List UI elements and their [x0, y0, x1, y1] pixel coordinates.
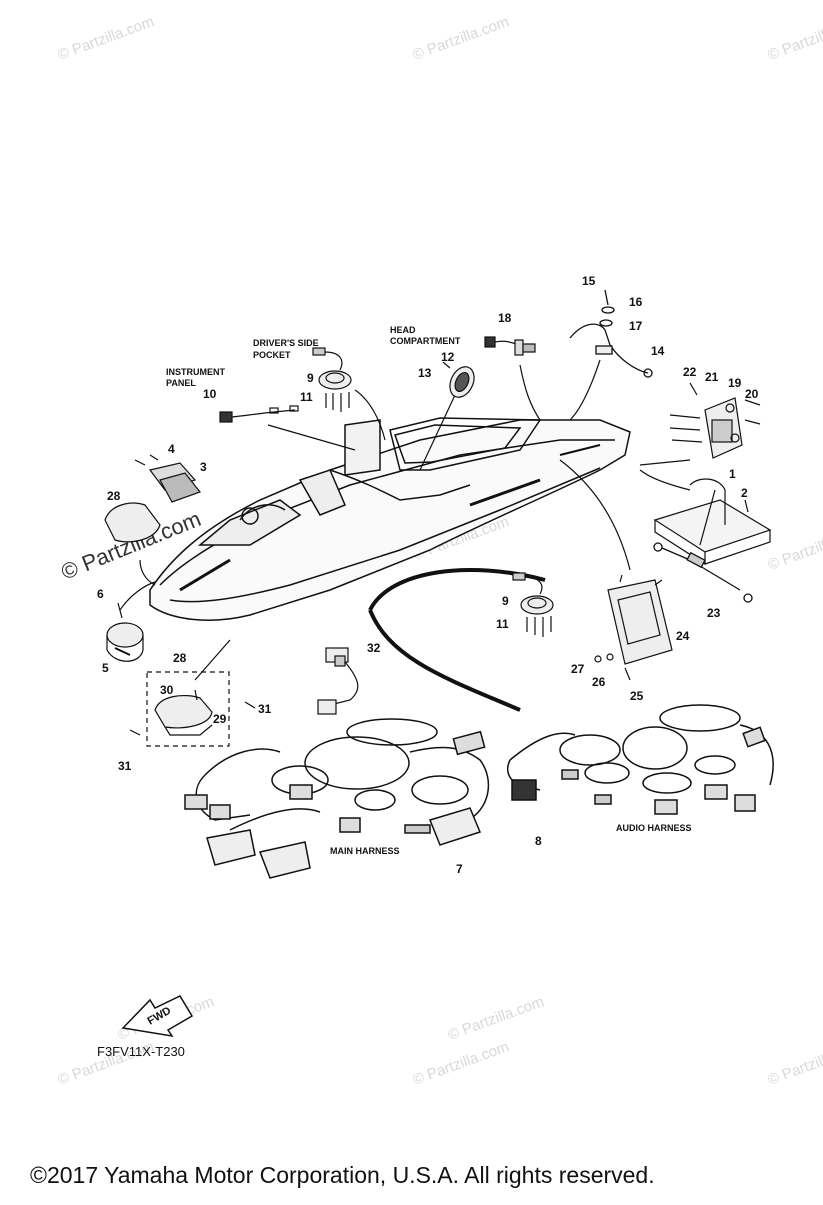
callout-24: 24: [676, 629, 690, 643]
watermark: © Partzilla.com: [411, 1038, 512, 1089]
part-courtesy-light-lower: [512, 572, 554, 637]
part-sensor-18: [484, 336, 536, 356]
callout-1: 1: [729, 467, 736, 481]
part-courtesy-light-top: [312, 347, 352, 412]
callout-19: 19: [728, 376, 742, 390]
callout-2: 2: [741, 486, 748, 500]
callout-25: 25: [630, 689, 644, 703]
copyright-notice: ©2017 Yamaha Motor Corporation, U.S.A. A…: [30, 1162, 655, 1188]
label-main-harness: MAIN HARNESS: [330, 846, 400, 856]
callout-15: 15: [582, 274, 596, 288]
callout-12: 12: [441, 350, 455, 364]
callout-4: 4: [168, 442, 175, 456]
part-instrument-connector: [219, 405, 299, 423]
callout-18: 18: [498, 311, 512, 325]
label-head-compartment: HEAD: [390, 325, 416, 335]
callout-20: 20: [745, 387, 759, 401]
label-audio-harness: AUDIO HARNESS: [616, 823, 692, 833]
callout-26: 26: [592, 675, 606, 689]
boat-hull: [149, 417, 631, 621]
callout-31: 31: [258, 702, 272, 716]
callout-numbers: 1 2 3 4 5 6 7 8 9 9 10 11 11 12 13 14 15…: [97, 274, 759, 876]
callout-32: 32: [367, 641, 381, 655]
callout-9: 9: [502, 594, 509, 608]
callout-11: 11: [496, 617, 509, 631]
callout-5: 5: [102, 661, 109, 675]
callout-13: 13: [418, 366, 432, 380]
callout-6: 6: [97, 587, 104, 601]
watermark: © Partzilla.com: [766, 523, 823, 574]
callout-8: 8: [535, 834, 542, 848]
label-drivers-side-pocket: DRIVER'S SIDE: [253, 338, 319, 348]
callout-31: 31: [118, 759, 132, 773]
part-harness-32: [317, 647, 359, 715]
part-main-harness: [184, 718, 490, 879]
callout-3: 3: [200, 460, 207, 474]
watermark: © Partzilla.com: [56, 13, 157, 64]
part-cover-28: [104, 502, 161, 543]
figure-code: F3FV11X-T230: [97, 1044, 185, 1059]
label-instrument-panel: INSTRUMENT: [166, 367, 225, 377]
callout-9: 9: [307, 371, 314, 385]
label-drivers-side-pocket: POCKET: [253, 350, 291, 360]
label-instrument-panel: PANEL: [166, 378, 196, 388]
callout-10: 10: [203, 387, 217, 401]
callout-22: 22: [683, 365, 697, 379]
watermark: © Partzilla.com: [766, 1038, 823, 1089]
callout-23: 23: [707, 606, 721, 620]
part-amplifier-24: [594, 574, 673, 681]
section-labels: INSTRUMENT PANEL DRIVER'S SIDE POCKET HE…: [166, 325, 692, 856]
part-bracket-19: [669, 382, 761, 459]
callout-21: 21: [705, 370, 719, 384]
part-light-5: [106, 602, 144, 662]
callout-28: 28: [173, 651, 187, 665]
part-audio-harness: [507, 704, 774, 815]
watermark: © Partzilla.com: [411, 13, 512, 64]
callout-11: 11: [300, 390, 313, 404]
fwd-arrow: FWD: [121, 995, 194, 1038]
watermark: © Partzilla.com: [446, 993, 547, 1044]
part-switch-3: [134, 454, 201, 503]
callout-27: 27: [571, 662, 585, 676]
part-cable-14: [569, 289, 653, 378]
callout-29: 29: [213, 712, 227, 726]
callout-30: 30: [160, 683, 174, 697]
part-cable-23: [653, 542, 753, 603]
callout-7: 7: [456, 862, 463, 876]
label-head-compartment: COMPARTMENT: [390, 336, 461, 346]
callout-28: 28: [107, 489, 121, 503]
callout-14: 14: [651, 344, 665, 358]
watermark: © Partzilla.com: [766, 13, 823, 64]
callout-16: 16: [629, 295, 643, 309]
callout-17: 17: [629, 319, 643, 333]
part-group-28-box: [129, 671, 256, 747]
part-battery-box: [653, 478, 772, 566]
part-speaker-head: [442, 361, 475, 398]
